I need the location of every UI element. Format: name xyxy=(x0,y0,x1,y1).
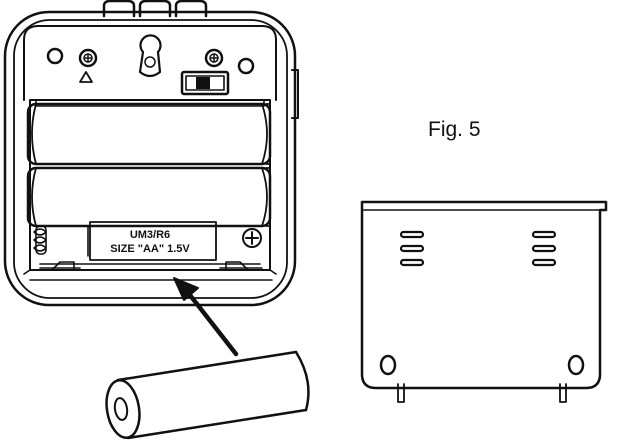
stand-plate xyxy=(360,200,608,403)
battery-label-line2: SIZE "AA" 1.5V xyxy=(110,243,190,255)
clock-body-rim xyxy=(13,19,288,299)
figure-caption: Fig. 5 xyxy=(428,118,481,141)
right-vent-icon xyxy=(531,230,557,267)
slide-switch xyxy=(180,70,230,96)
right-mount-hole xyxy=(567,354,585,376)
side-tab xyxy=(291,69,299,119)
battery-label-line1: UM3/R6 xyxy=(130,229,170,241)
battery-size-label-plate xyxy=(87,221,217,261)
triangle-icon xyxy=(79,71,93,83)
clock-body-outer xyxy=(3,10,297,307)
top-buttons xyxy=(102,0,208,18)
left-hinge-pin xyxy=(397,383,405,403)
right-hinge-pin xyxy=(559,383,567,403)
left-hole xyxy=(46,47,64,65)
right-screw-icon xyxy=(204,48,224,68)
left-vent-icon xyxy=(399,230,425,267)
left-screw-icon xyxy=(78,48,98,68)
insertion-arrow xyxy=(173,277,239,357)
keyhole-hanger-icon xyxy=(138,34,162,78)
loose-aa-battery xyxy=(105,350,310,440)
inner-panel xyxy=(23,25,277,101)
left-mount-hole xyxy=(379,354,397,376)
right-hole xyxy=(237,57,255,75)
spring-contact-icon xyxy=(33,225,47,255)
plus-terminal-icon xyxy=(242,228,262,248)
clock-back xyxy=(3,0,299,307)
upper-battery xyxy=(26,102,272,166)
lower-battery xyxy=(26,166,272,228)
